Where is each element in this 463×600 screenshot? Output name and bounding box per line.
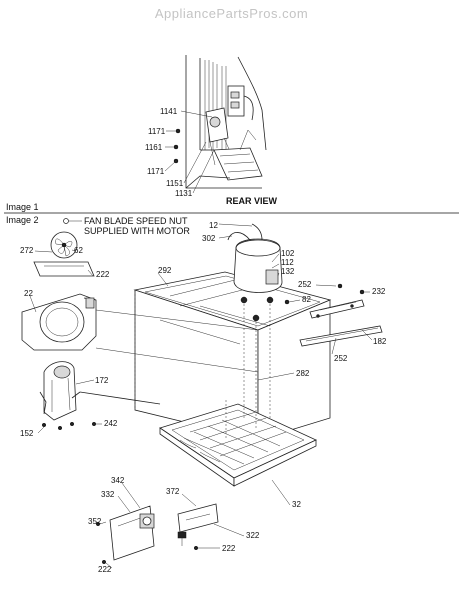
callout-152: 152 xyxy=(20,429,34,438)
callout-342: 342 xyxy=(111,476,125,485)
screw-242 xyxy=(91,421,97,427)
screw-222c xyxy=(101,559,107,565)
callout-322: 322 xyxy=(246,531,260,540)
callout-182: 182 xyxy=(373,337,387,346)
callout-1171-lower: 1171 xyxy=(147,167,165,176)
callout-102: 102 xyxy=(281,249,295,258)
thermostat-illustration xyxy=(139,513,155,529)
callout-252-lower: 252 xyxy=(334,354,348,363)
image2-leaders xyxy=(29,223,373,569)
callout-302: 302 xyxy=(202,234,216,243)
rear-view-illustration xyxy=(173,55,267,189)
callout-132: 132 xyxy=(281,267,295,276)
drain-tube-illustration xyxy=(79,309,259,405)
callout-22: 22 xyxy=(24,289,33,298)
fan-shroud-illustration xyxy=(21,293,97,351)
callout-1151: 1151 xyxy=(166,179,184,188)
fan-motor-illustration xyxy=(39,361,81,421)
callout-332: 332 xyxy=(101,490,115,499)
image2-label: Image 2 xyxy=(6,215,39,225)
assembly-guide-lines xyxy=(225,300,271,440)
screw-222b xyxy=(193,545,199,551)
callout-222-control: 222 xyxy=(222,544,236,553)
evaporator-cover-illustration xyxy=(133,271,332,441)
callout-222-fan: 222 xyxy=(96,270,110,279)
callout-82: 82 xyxy=(302,295,311,304)
callout-172: 172 xyxy=(95,376,109,385)
light-socket-illustration xyxy=(177,531,187,546)
evaporator-pan-illustration xyxy=(159,403,317,487)
callout-222-lower: 222 xyxy=(98,565,112,574)
callout-12: 12 xyxy=(209,221,218,230)
callout-232: 232 xyxy=(372,287,386,296)
callout-282: 282 xyxy=(296,369,310,378)
callout-252-upper: 252 xyxy=(298,280,312,289)
control-box-illustration xyxy=(177,503,219,533)
screw-82 xyxy=(284,299,290,305)
rear-view-label: REAR VIEW xyxy=(226,196,278,206)
screw-152 xyxy=(41,421,75,431)
speed-nut-icon xyxy=(63,218,82,224)
callout-242: 242 xyxy=(104,419,118,428)
callout-1161: 1161 xyxy=(145,143,163,152)
screw-252a xyxy=(337,283,343,289)
screw-232 xyxy=(359,289,365,295)
callout-292: 292 xyxy=(158,266,172,275)
heater-element-illustration xyxy=(299,325,383,347)
compressor-illustration xyxy=(227,223,283,322)
callout-62: 62 xyxy=(74,246,83,255)
image1-label: Image 1 xyxy=(6,202,39,212)
watermark: AppliancePartsPros.com xyxy=(154,6,309,21)
callout-1131: 1131 xyxy=(175,189,193,198)
note-line-2: SUPPLIED WITH MOTOR xyxy=(84,226,190,236)
callout-352: 352 xyxy=(88,517,102,526)
callout-272: 272 xyxy=(20,246,34,255)
fan-blade-illustration xyxy=(50,231,78,259)
fan-bracket-illustration xyxy=(33,261,95,277)
callout-372: 372 xyxy=(166,487,180,496)
rear-view-leaders xyxy=(164,110,215,194)
callout-1171-upper: 1171 xyxy=(148,127,166,136)
callout-112: 112 xyxy=(281,258,294,267)
screw-352 xyxy=(95,521,101,527)
note-line-1: FAN BLADE SPEED NUT xyxy=(84,216,188,226)
callout-32: 32 xyxy=(292,500,301,509)
heater-bracket-illustration xyxy=(309,299,365,319)
callout-1141: 1141 xyxy=(160,107,178,116)
